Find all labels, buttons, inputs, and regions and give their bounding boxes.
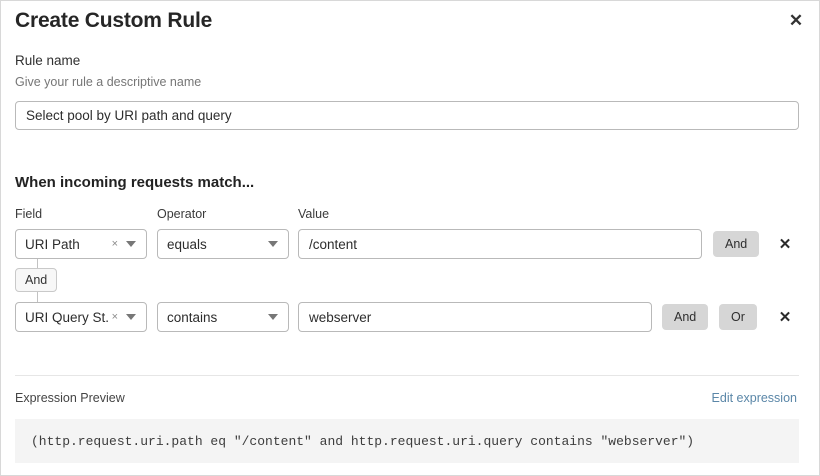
chevron-down-icon [268, 314, 278, 320]
divider [15, 375, 799, 376]
column-header-field: Field [15, 207, 43, 221]
and-button-row-1[interactable]: And [713, 231, 760, 257]
edit-expression-link[interactable]: Edit expression [711, 391, 797, 405]
column-header-value: Value [298, 207, 330, 221]
match-section-heading: When incoming requests match... [15, 174, 255, 191]
field-select-row-2[interactable]: URI Query St... × [15, 302, 147, 332]
value-input-row-1[interactable] [298, 229, 702, 259]
rule-name-label: Rule name [15, 53, 81, 68]
chevron-down-icon [126, 241, 136, 247]
value-input-row-2[interactable] [298, 302, 652, 332]
operator-select-row-1[interactable]: equals [157, 229, 289, 259]
delete-row-2-icon[interactable]: ✕ [778, 308, 792, 326]
rule-name-input[interactable] [15, 101, 799, 130]
rule-name-hint: Give your rule a descriptive name [15, 75, 202, 89]
chevron-down-icon [126, 314, 136, 320]
connector-line-top [37, 259, 38, 269]
operator-select-row-2-value: contains [167, 309, 218, 325]
expression-preview-box: (http.request.uri.path eq "/content" and… [15, 419, 799, 463]
and-button-row-2[interactable]: And [662, 304, 709, 330]
field-select-row-2-value: URI Query St... [25, 309, 108, 325]
delete-row-1-icon[interactable]: ✕ [778, 235, 792, 253]
clear-icon[interactable]: × [111, 310, 118, 323]
and-connector-badge[interactable]: And [15, 268, 58, 292]
field-select-row-1[interactable]: URI Path × [15, 229, 147, 259]
or-button-row-2[interactable]: Or [719, 304, 757, 330]
connector-line-bottom [37, 292, 38, 303]
column-header-operator: Operator [157, 207, 207, 221]
page-title: Create Custom Rule [15, 9, 213, 32]
operator-select-row-1-value: equals [167, 236, 207, 252]
expression-preview-text: (http.request.uri.path eq "/content" and… [31, 433, 695, 449]
chevron-down-icon [268, 241, 278, 247]
clear-icon[interactable]: × [111, 237, 118, 250]
field-select-row-1-value: URI Path [25, 236, 80, 252]
close-icon[interactable]: ✕ [788, 10, 804, 30]
operator-select-row-2[interactable]: contains [157, 302, 289, 332]
expression-preview-label: Expression Preview [15, 391, 125, 405]
